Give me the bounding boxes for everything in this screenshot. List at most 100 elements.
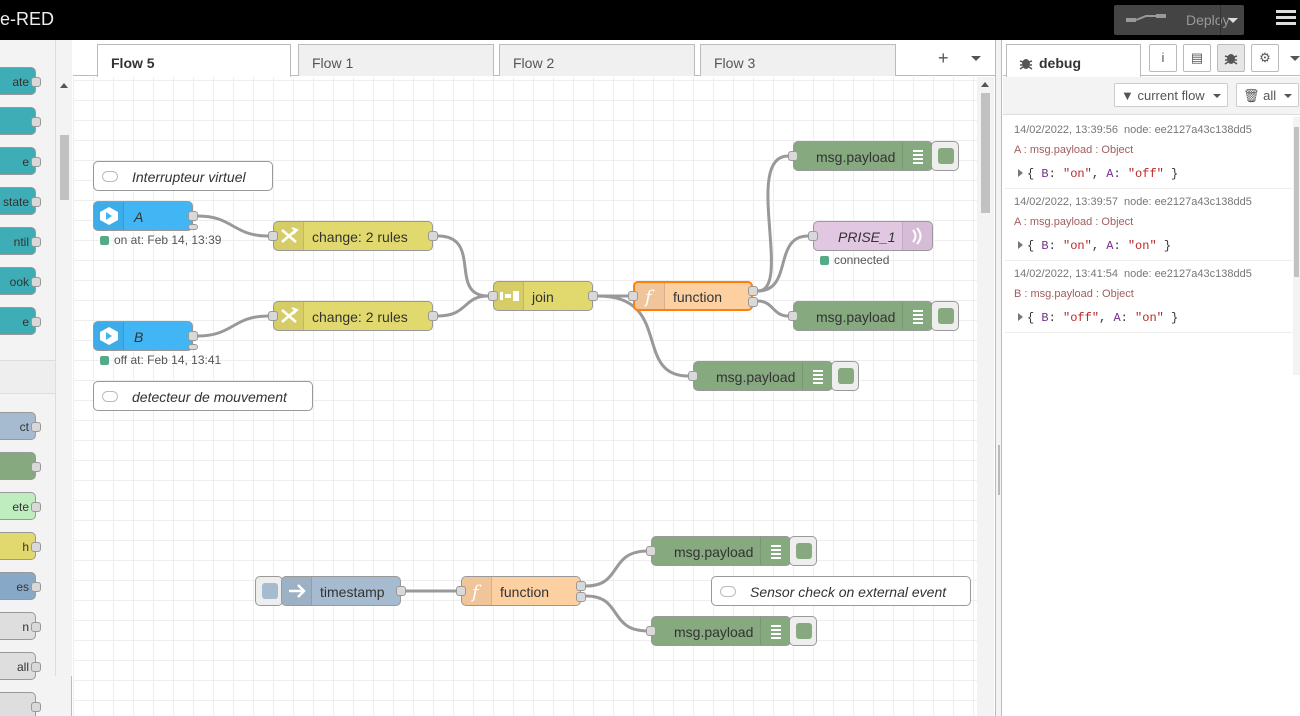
tab-flow-3[interactable]: Flow 3	[700, 44, 896, 76]
palette-node[interactable]: state	[0, 187, 41, 215]
workspace-scroll-up-icon[interactable]	[981, 82, 989, 87]
inject-trigger-button[interactable]	[255, 576, 283, 606]
palette-node[interactable]: ntil	[0, 227, 41, 255]
join-node[interactable]: join	[488, 281, 598, 311]
input-port[interactable]	[628, 291, 638, 301]
filter-dropdown[interactable]: ▼ current flow	[1114, 83, 1228, 107]
node-label: msg.payload	[816, 309, 896, 325]
debug-toggle-button[interactable]	[931, 141, 959, 171]
message-object[interactable]: { B: "off", A: "on" }	[1018, 311, 1178, 325]
flow-workspace[interactable]: Interrupteur virtuel detecteur de mouvem…	[73, 77, 977, 716]
output-port[interactable]	[588, 291, 598, 301]
output-port[interactable]	[576, 581, 586, 591]
output-port[interactable]	[188, 211, 198, 221]
debug-scrollbar[interactable]	[1293, 117, 1300, 375]
palette-node-port	[31, 502, 41, 512]
message-node-link[interactable]: node: ee2127a43c138dd5	[1123, 196, 1252, 208]
palette-scroll-thumb[interactable]	[60, 135, 69, 200]
debug-node[interactable]: msg.payload	[788, 301, 933, 331]
timestamp-inject-node[interactable]: timestamp	[281, 576, 406, 606]
output-port[interactable]	[748, 286, 758, 296]
debug-toggle-button[interactable]	[789, 536, 817, 566]
comment-node[interactable]: Sensor check on external event	[711, 576, 971, 606]
workspace-scroll-thumb[interactable]	[981, 93, 990, 213]
output-port[interactable]	[576, 592, 586, 602]
palette-scrollbar[interactable]	[55, 40, 72, 676]
debug-node[interactable]: msg.payload	[646, 536, 791, 566]
tab-list-chevron-icon[interactable]	[971, 56, 981, 61]
palette-node[interactable]: e	[0, 307, 41, 335]
tab-debug[interactable]: debug	[1006, 44, 1141, 77]
change-node[interactable]: change: 2 rules	[268, 221, 438, 251]
input-port[interactable]	[646, 546, 656, 556]
sidebar-splitter[interactable]	[995, 40, 1002, 716]
debug-node[interactable]: msg.payload	[788, 141, 933, 171]
change-node[interactable]: change: 2 rules	[268, 301, 438, 331]
debug-node[interactable]: msg.payload	[688, 361, 833, 391]
input-port[interactable]	[456, 586, 466, 596]
palette-node[interactable]: ook	[0, 267, 41, 295]
debug-toggle-button[interactable]	[931, 301, 959, 331]
tab-flow-1[interactable]: Flow 1	[298, 44, 494, 76]
palette-node[interactable]: h	[0, 532, 41, 560]
input-port[interactable]	[808, 231, 818, 241]
book-icon[interactable]: ▤	[1183, 44, 1211, 72]
node-status: on at: Feb 14, 13:39	[100, 233, 221, 247]
debug-toggle-button[interactable]	[789, 616, 817, 646]
palette-node-port	[31, 117, 41, 127]
palette-node[interactable]: ate	[0, 67, 41, 95]
comment-node[interactable]: detecteur de mouvement	[93, 381, 313, 411]
input-port[interactable]	[646, 626, 656, 636]
gear-icon[interactable]: ⚙	[1251, 44, 1279, 72]
tab-flow-2[interactable]: Flow 2	[499, 44, 695, 76]
debug-tab-icon[interactable]	[1217, 44, 1245, 72]
prise-node[interactable]: PRISE_1	[808, 221, 933, 251]
output-port[interactable]	[748, 297, 758, 307]
debug-node[interactable]: msg.payload	[646, 616, 791, 646]
palette-node[interactable]: ct	[0, 412, 41, 440]
input-port[interactable]	[788, 151, 798, 161]
input-port[interactable]	[688, 371, 698, 381]
palette-node[interactable]: n	[0, 612, 41, 640]
palette-scroll-up-icon[interactable]	[60, 83, 68, 88]
palette-category-divider[interactable]	[0, 360, 55, 394]
input-port[interactable]	[268, 231, 278, 241]
output-port[interactable]	[188, 224, 198, 230]
palette-node[interactable]: all	[0, 652, 41, 680]
clear-dropdown[interactable]: 🗑 all	[1236, 83, 1300, 107]
input-port[interactable]	[488, 291, 498, 301]
input-port[interactable]	[268, 311, 278, 321]
palette-node-port	[31, 197, 41, 207]
inject-node-a[interactable]: A	[93, 201, 198, 231]
message-node-link[interactable]: node: ee2127a43c138dd5	[1123, 268, 1252, 280]
deploy-menu-caret[interactable]	[1220, 5, 1244, 35]
tab-flow-5[interactable]: Flow 5	[97, 44, 291, 77]
output-port[interactable]	[396, 586, 406, 596]
output-port[interactable]	[428, 311, 438, 321]
inject-node-b[interactable]: B	[93, 321, 198, 351]
function-node[interactable]: f function	[628, 281, 758, 311]
debug-toggle-button[interactable]	[831, 361, 859, 391]
message-object[interactable]: { B: "on", A: "off" }	[1018, 167, 1178, 181]
output-port[interactable]	[188, 331, 198, 341]
message-node-link[interactable]: node: ee2127a43c138dd5	[1123, 124, 1252, 136]
sidebar-menu-chevron-icon[interactable]	[1290, 56, 1300, 61]
input-port[interactable]	[788, 311, 798, 321]
palette-node[interactable]	[0, 452, 41, 480]
function-node[interactable]: f function	[456, 576, 586, 606]
output-port[interactable]	[428, 231, 438, 241]
comment-node[interactable]: Interrupteur virtuel	[93, 161, 273, 191]
palette-node[interactable]: es	[0, 572, 41, 600]
message-object[interactable]: { B: "on", A: "on" }	[1018, 239, 1171, 253]
output-port[interactable]	[188, 344, 198, 350]
info-icon[interactable]: i	[1149, 44, 1177, 72]
workspace-scrollbar[interactable]	[977, 77, 994, 716]
bug-icon	[1019, 59, 1033, 70]
deploy-button[interactable]: Deploy	[1114, 5, 1244, 35]
palette-node[interactable]: ete	[0, 492, 41, 520]
add-tab-icon[interactable]: +	[938, 48, 949, 68]
palette-node[interactable]: e	[0, 147, 41, 175]
palette-node[interactable]	[0, 692, 41, 716]
main-menu-icon[interactable]	[1276, 10, 1296, 30]
palette-node[interactable]	[0, 107, 41, 135]
